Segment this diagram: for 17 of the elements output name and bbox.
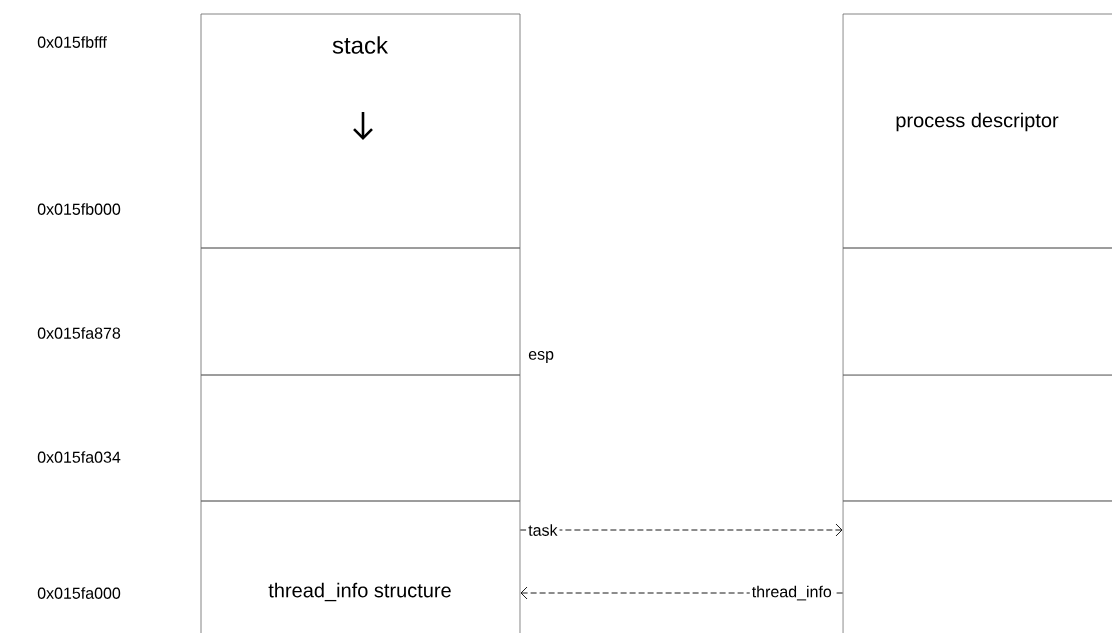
- address-label: esp: [528, 351, 554, 363]
- address-label: 0x015fb000: [37, 203, 121, 215]
- address-label: 0x015fa878: [37, 327, 121, 339]
- memory-block: thread_info structure: [200, 500, 521, 633]
- address-label: 0x015fa034: [37, 451, 121, 463]
- memory-block: [200, 247, 521, 376]
- memory-block: stack: [200, 13, 521, 249]
- arrow: [519, 523, 843, 537]
- edge-label: task: [528, 524, 558, 536]
- memory-block: [842, 247, 1112, 376]
- address-label: 0x015fbfff: [37, 36, 107, 48]
- memory-block: [842, 500, 1112, 633]
- edge-label: thread_info: [752, 585, 832, 601]
- memory-block: process descriptor: [842, 13, 1112, 249]
- address-label: 0x015fa000: [37, 587, 121, 599]
- memory-block: [200, 374, 521, 502]
- memory-block: [842, 374, 1112, 502]
